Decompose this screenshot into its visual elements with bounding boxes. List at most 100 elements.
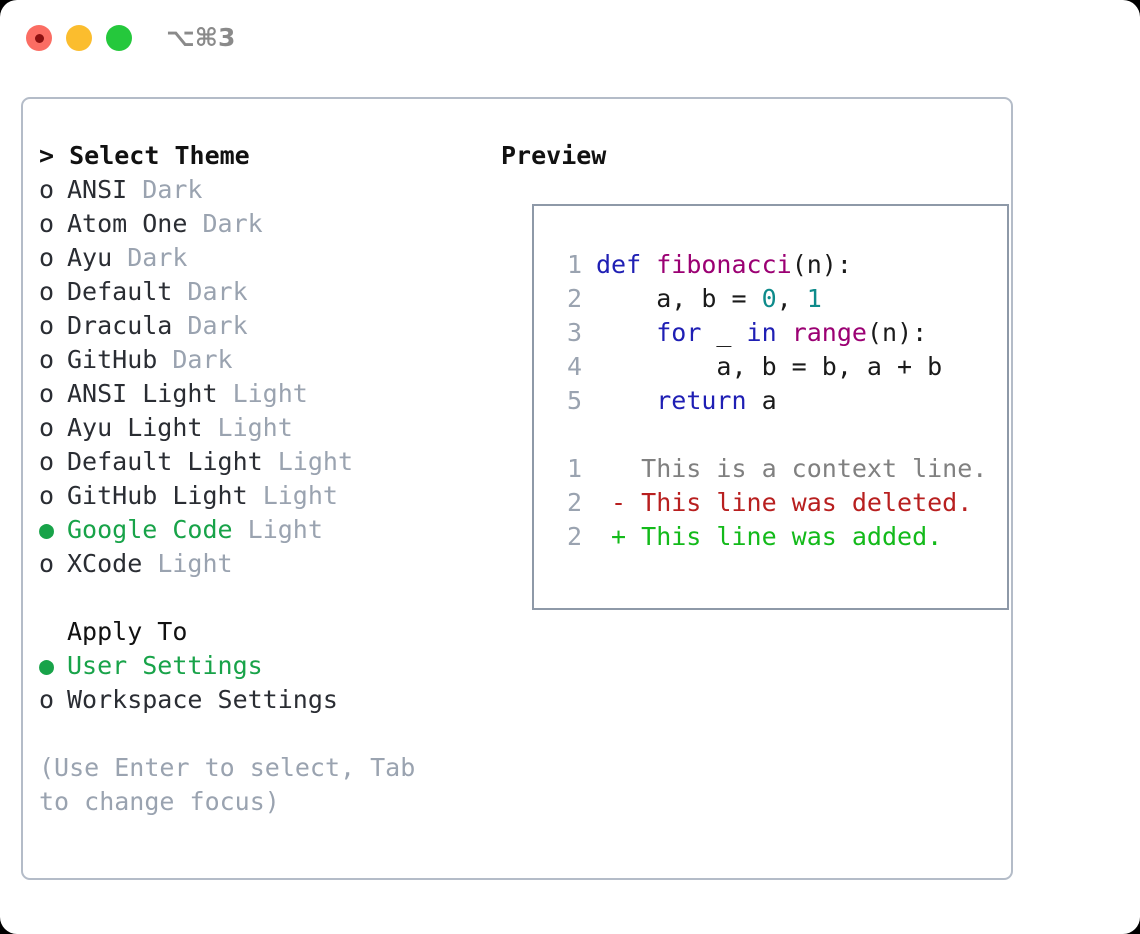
line-number: 4 xyxy=(566,352,582,381)
code-token-pl: a xyxy=(746,386,777,415)
code-token-fn: range xyxy=(791,318,867,347)
close-window-button[interactable] xyxy=(26,25,52,51)
radio-unselected-icon[interactable]: o xyxy=(39,243,55,272)
hint-spacer xyxy=(39,717,479,751)
radio-unselected-icon[interactable]: o xyxy=(39,685,55,714)
theme-option-category: Dark xyxy=(187,277,248,306)
theme-option-gap xyxy=(218,379,233,408)
radio-unselected-icon[interactable]: o xyxy=(39,481,55,510)
theme-option-default-light[interactable]: o Default Light Light xyxy=(39,445,479,479)
theme-option-xcode[interactable]: o XCode Light xyxy=(39,547,479,581)
line-number: 3 xyxy=(566,318,582,347)
line-number: 1 xyxy=(566,454,582,483)
code-line: 2 + This line was added. xyxy=(534,520,1007,554)
code-line: 4 a, b = b, a + b xyxy=(534,350,1007,384)
apply-to-option-name: User Settings xyxy=(67,651,263,680)
theme-option-name: Dracula xyxy=(67,311,173,340)
code-line: 5 return a xyxy=(534,384,1007,418)
theme-option-category: Light xyxy=(262,481,338,510)
code-token-kw: in xyxy=(746,318,777,347)
line-number: 5 xyxy=(566,386,582,415)
apply-to-option-user-settings[interactable]: ● User Settings xyxy=(39,649,479,683)
theme-option-gap xyxy=(233,515,248,544)
radio-unselected-icon[interactable]: o xyxy=(39,311,55,340)
line-number: 2 xyxy=(566,522,582,551)
line-number: 1 xyxy=(566,250,582,279)
theme-option-category: Light xyxy=(247,515,323,544)
maximize-window-button[interactable] xyxy=(106,25,132,51)
code-token-add: + This line was added. xyxy=(596,522,943,551)
code-token-kw: return xyxy=(656,386,747,415)
code-line: 2 a, b = 0, 1 xyxy=(534,282,1007,316)
theme-option-gap xyxy=(172,311,187,340)
theme-option-gap xyxy=(187,209,202,238)
select-theme-header: > Select Theme xyxy=(39,141,250,170)
code-token-pl xyxy=(596,318,656,347)
code-token-pl: a, b = xyxy=(596,284,762,313)
theme-option-google-code[interactable]: ● Google Code Light xyxy=(39,513,479,547)
line-number: 2 xyxy=(566,488,582,517)
code-token-pl xyxy=(596,420,611,449)
code-token-kw: for xyxy=(656,318,702,347)
apply-to-option-list: ● User Settings o Workspace Settings xyxy=(39,649,479,717)
theme-option-name: ANSI xyxy=(67,175,128,204)
theme-option-name: Ayu Light xyxy=(67,413,203,442)
theme-option-name: XCode xyxy=(67,549,143,578)
code-token-pl: _ xyxy=(701,318,747,347)
radio-unselected-icon[interactable]: o xyxy=(39,277,55,306)
apply-to-header-indent xyxy=(39,615,67,649)
code-token-ctx: This is a context line. xyxy=(596,454,988,483)
theme-option-category: Dark xyxy=(142,175,203,204)
theme-option-name: GitHub xyxy=(67,345,158,374)
theme-option-name: Default Light xyxy=(67,447,263,476)
theme-option-category: Light xyxy=(277,447,353,476)
keyboard-hint-text: (Use Enter to select, Tab to change focu… xyxy=(39,753,416,816)
radio-selected-icon[interactable]: ● xyxy=(39,515,55,544)
apply-to-option-workspace-settings[interactable]: o Workspace Settings xyxy=(39,683,479,717)
radio-unselected-icon[interactable]: o xyxy=(39,175,55,204)
theme-option-gap xyxy=(142,549,157,578)
radio-unselected-icon[interactable]: o xyxy=(39,447,55,476)
radio-unselected-icon[interactable]: o xyxy=(39,345,55,374)
preview-header: Preview xyxy=(501,141,607,170)
minimize-window-button[interactable] xyxy=(66,25,92,51)
apply-to-header-label: Apply To xyxy=(67,617,188,646)
code-line: 3 for _ in range(n): xyxy=(534,316,1007,350)
theme-option-category: Light xyxy=(157,549,233,578)
theme-option-ansi[interactable]: o ANSI Dark xyxy=(39,173,479,207)
traffic-light-buttons xyxy=(26,25,132,51)
code-line xyxy=(534,418,1007,452)
radio-selected-icon[interactable]: ● xyxy=(39,651,55,680)
code-token-pl xyxy=(596,386,656,415)
apply-to-option-name: Workspace Settings xyxy=(67,685,338,714)
code-token-pl: , xyxy=(776,284,807,313)
theme-option-gap xyxy=(172,277,187,306)
code-token-pl: (n): xyxy=(866,318,928,347)
theme-option-gap xyxy=(248,481,263,510)
theme-option-name: Google Code xyxy=(67,515,233,544)
theme-option-name: Atom One xyxy=(67,209,188,238)
radio-unselected-icon[interactable]: o xyxy=(39,209,55,238)
radio-unselected-icon[interactable]: o xyxy=(39,413,55,442)
code-token-pl: a, b = b, a + b xyxy=(596,352,943,381)
theme-option-gap xyxy=(157,345,172,374)
code-token-pl: (n): xyxy=(791,250,852,279)
code-token-kw: def xyxy=(596,250,657,279)
radio-unselected-icon[interactable]: o xyxy=(39,379,55,408)
title-bar: ⌥⌘3 xyxy=(0,0,1140,78)
radio-unselected-icon[interactable]: o xyxy=(39,549,55,578)
